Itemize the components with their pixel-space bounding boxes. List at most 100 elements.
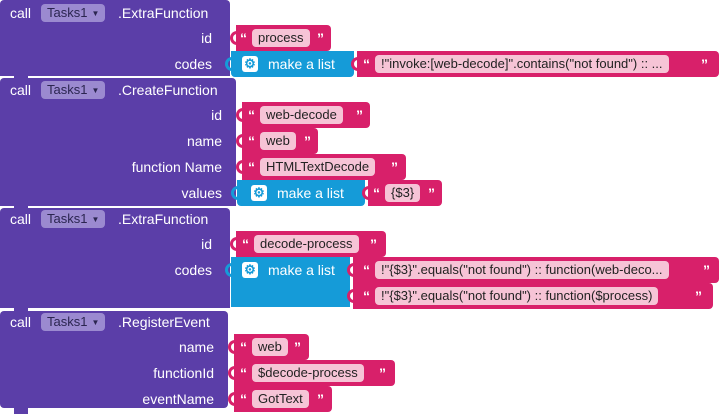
open-quote: “: [240, 30, 247, 46]
text-value[interactable]: web-decode: [260, 106, 343, 124]
socket-connector: [236, 108, 245, 122]
extra-function-block-1[interactable]: [0, 0, 230, 76]
gear-icon[interactable]: ⚙: [251, 185, 267, 201]
param-label-event-name: eventName: [142, 391, 214, 407]
socket-connector: [228, 366, 237, 380]
param-label-function-name: function Name: [131, 159, 222, 175]
text-block-id[interactable]: “ web-decode ”: [242, 102, 370, 128]
close-quote: ”: [703, 262, 710, 278]
call-label: call: [10, 5, 32, 21]
open-quote: “: [363, 56, 370, 72]
component-dropdown[interactable]: Tasks1▼: [41, 210, 106, 228]
text-value[interactable]: decode-process: [254, 235, 359, 253]
text-value[interactable]: {$3}: [385, 184, 421, 202]
text-value[interactable]: GotText: [252, 390, 309, 408]
close-quote: ”: [356, 107, 363, 123]
socket-connector: [231, 186, 240, 200]
close-quote: ”: [391, 159, 398, 175]
gear-icon[interactable]: ⚙: [242, 56, 258, 72]
text-block-function-name[interactable]: “ HTMLTextDecode ”: [242, 154, 406, 180]
text-value[interactable]: web: [252, 338, 288, 356]
param-label-codes: codes: [174, 56, 212, 72]
param-label-values: values: [181, 185, 222, 201]
close-quote: ”: [317, 30, 324, 46]
make-a-list-label: make a list: [268, 262, 335, 278]
register-event-block[interactable]: [0, 311, 228, 408]
text-value[interactable]: !"{$3}".equals("not found") :: function(…: [375, 261, 669, 279]
open-quote: “: [363, 288, 370, 304]
open-quote: “: [248, 159, 255, 175]
socket-connector: [228, 392, 237, 406]
component-dropdown[interactable]: Tasks1▼: [41, 81, 106, 99]
socket-connector: [225, 57, 234, 71]
component-dropdown[interactable]: Tasks1▼: [41, 313, 106, 331]
text-value[interactable]: HTMLTextDecode: [260, 158, 376, 176]
text-value[interactable]: !"{$3}".equals("not found") :: function(…: [375, 287, 659, 305]
close-quote: ”: [304, 133, 311, 149]
param-label-name: name: [186, 133, 222, 149]
text-block-code-2[interactable]: “ !"{$3}".equals("not found") :: functio…: [353, 283, 713, 309]
text-block-id[interactable]: “ process ”: [236, 25, 331, 51]
method-label: .ExtraFunction: [118, 5, 209, 21]
param-label-id: id: [201, 236, 212, 252]
text-value[interactable]: web: [260, 132, 296, 150]
text-block-name[interactable]: “ web ”: [234, 334, 309, 360]
open-quote: “: [363, 262, 370, 278]
open-quote: “: [373, 185, 380, 201]
text-block-function-id[interactable]: “ $decode-process ”: [234, 360, 395, 386]
socket-connector: [230, 31, 239, 45]
text-block-event-name[interactable]: “ GotText ”: [234, 386, 332, 412]
chevron-down-icon: ▼: [91, 318, 100, 327]
close-quote: ”: [428, 185, 435, 201]
socket-connector: [236, 134, 245, 148]
open-quote: “: [248, 133, 255, 149]
socket-connector: [228, 340, 237, 354]
close-quote: ”: [317, 391, 324, 407]
param-label-function-id: functionId: [153, 365, 214, 381]
text-value[interactable]: !"invoke:[web-decode]".contains("not fou…: [375, 55, 669, 73]
chevron-down-icon: ▼: [91, 215, 100, 224]
text-value[interactable]: $decode-process: [252, 364, 364, 382]
socket-connector: [347, 263, 356, 277]
method-label: .CreateFunction: [118, 82, 218, 98]
chevron-down-icon: ▼: [91, 86, 100, 95]
close-quote: ”: [294, 339, 301, 355]
text-block-id[interactable]: “ decode-process ”: [236, 231, 386, 257]
socket-connector: [225, 263, 234, 277]
param-label-id: id: [201, 30, 212, 46]
socket-connector: [362, 186, 371, 200]
method-label: .ExtraFunction: [118, 211, 209, 227]
close-quote: ”: [701, 56, 708, 72]
call-label: call: [10, 314, 32, 330]
make-a-list-label: make a list: [277, 185, 344, 201]
text-value[interactable]: process: [252, 29, 310, 47]
param-label-codes: codes: [174, 262, 212, 278]
text-block-name[interactable]: “ web ”: [242, 128, 318, 154]
make-a-list-label: make a list: [268, 56, 335, 72]
close-quote: ”: [370, 236, 377, 252]
text-block-code-1[interactable]: “ !"{$3}".equals("not found") :: functio…: [353, 257, 719, 283]
open-quote: “: [242, 236, 249, 252]
block-connector-notch: [14, 408, 28, 414]
param-label-name: name: [178, 339, 214, 355]
open-quote: “: [248, 107, 255, 123]
text-block-value[interactable]: “ {$3} ”: [368, 180, 442, 206]
open-quote: “: [240, 339, 247, 355]
open-quote: “: [240, 365, 247, 381]
call-label: call: [10, 82, 32, 98]
param-label-id: id: [211, 107, 222, 123]
socket-connector: [351, 57, 360, 71]
close-quote: ”: [379, 365, 386, 381]
socket-connector: [347, 289, 356, 303]
extra-function-block-2[interactable]: [0, 208, 230, 308]
component-dropdown[interactable]: Tasks1▼: [41, 4, 106, 22]
method-label: .RegisterEvent: [118, 314, 210, 330]
close-quote: ”: [695, 288, 702, 304]
text-block-code[interactable]: “ !"invoke:[web-decode]".contains("not f…: [357, 51, 719, 77]
chevron-down-icon: ▼: [91, 9, 100, 18]
call-label: call: [10, 211, 32, 227]
open-quote: “: [240, 391, 247, 407]
socket-connector: [236, 160, 245, 174]
gear-icon[interactable]: ⚙: [242, 262, 258, 278]
create-function-block[interactable]: [0, 78, 236, 206]
